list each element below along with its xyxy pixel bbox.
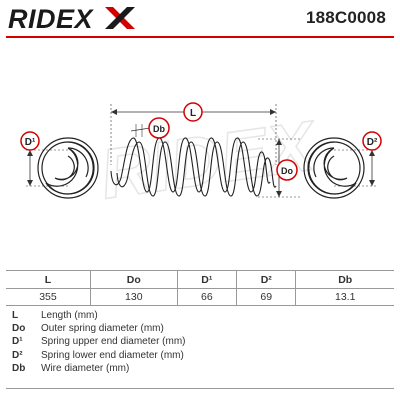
lower-end-view — [303, 137, 365, 199]
legend-key: Do — [12, 323, 26, 335]
legend-text: Outer spring diameter (mm) — [41, 323, 164, 335]
value-length: 355 — [39, 291, 57, 303]
legend-item: D² Spring lower end diameter (mm) — [12, 349, 186, 362]
legend-item: L Length (mm) — [12, 309, 186, 322]
part-number: 188C0008 — [305, 8, 386, 27]
header-length: L — [6, 270, 91, 289]
value-upper-diameter: 66 — [176, 288, 237, 305]
table-divider — [6, 305, 394, 306]
svg-text:D²: D² — [367, 137, 378, 148]
spec-header-row: L Do D¹ D² Db — [6, 270, 394, 289]
legend-text: Length (mm) — [41, 310, 98, 321]
svg-text:Do: Do — [281, 166, 293, 176]
footer-divider — [6, 388, 394, 389]
value-wire-diameter: 13.1 — [295, 288, 394, 305]
legend: L Length (mm) Do Outer spring diameter (mm… — [12, 309, 186, 375]
svg-text:RIDEX: RIDEX — [8, 4, 95, 32]
header-upper-diameter: D¹ — [176, 270, 237, 289]
header-lower-diameter: D² — [236, 270, 296, 289]
svg-text:L: L — [190, 108, 196, 119]
legend-key: Db — [12, 362, 26, 374]
svg-text:Db: Db — [153, 124, 165, 134]
spring-side-view — [110, 137, 277, 197]
svg-text:D¹: D¹ — [25, 137, 36, 148]
legend-text: Spring lower end diameter (mm) — [41, 349, 184, 361]
length-badge: L — [183, 102, 203, 122]
legend-key: D¹ — [12, 336, 23, 348]
upper-end-view — [37, 137, 99, 199]
upper-diameter-badge: D¹ — [20, 131, 40, 151]
header-outer-diameter: Do — [89, 270, 178, 289]
spec-table: L Do D¹ D² Db 355 130 66 69 13.1 — [6, 270, 394, 305]
legend-text: Spring upper end diameter (mm) — [41, 336, 186, 348]
spec-value-row: 355 130 66 69 13.1 — [6, 288, 394, 305]
legend-item: Do Outer spring diameter (mm) — [12, 322, 186, 335]
legend-item: D¹ Spring upper end diameter (mm) — [12, 335, 186, 348]
header: RIDEX 188C0008 — [0, 0, 400, 34]
legend-key: L — [12, 310, 19, 321]
spring-diagram: RIDEX D¹ — [20, 102, 382, 214]
value-lower-diameter: 69 — [236, 288, 296, 305]
lower-diameter-dimension — [334, 149, 376, 187]
upper-diameter-dimension — [26, 149, 68, 187]
value-outer-diameter: 130 — [89, 288, 178, 305]
header-divider — [6, 36, 394, 38]
outer-diameter-badge: Do — [276, 159, 298, 181]
legend-key: D² — [12, 349, 23, 361]
lower-diameter-badge: D² — [362, 131, 382, 151]
wire-diameter-badge: Db — [148, 117, 170, 139]
wire-diameter-dimension — [130, 124, 151, 137]
ridex-logo: RIDEX — [8, 4, 136, 32]
legend-item: Db Wire diameter (mm) — [12, 362, 186, 375]
legend-text: Wire diameter (mm) — [41, 362, 130, 374]
header-wire-diameter: Db — [295, 270, 394, 289]
